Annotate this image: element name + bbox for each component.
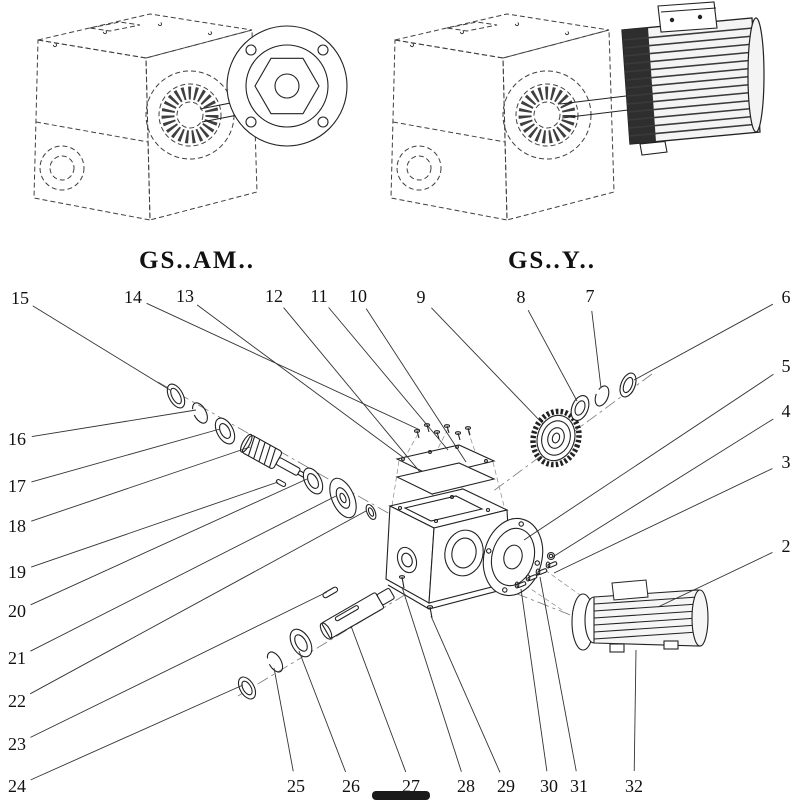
leader-line-11 [328,307,449,451]
gear-shaft-parts [530,372,637,468]
leader-line-23 [30,591,328,738]
gearbox-flange-drawing [33,13,348,221]
callout-17: 17 [8,476,26,496]
leader-line-4 [550,418,774,559]
callout-12: 12 [265,286,283,306]
callout-13: 13 [176,286,194,306]
callout-4: 4 [782,401,791,421]
callout-6: 6 [782,287,791,307]
leader-line-28 [401,586,462,772]
leader-line-12 [283,307,421,473]
callout-23: 23 [8,734,26,754]
leader-line-21 [30,495,337,652]
callout-14: 14 [124,287,142,307]
output-shaft [319,587,395,640]
leader-line-10 [365,308,467,463]
callout-11: 11 [310,286,327,306]
callout-7: 7 [586,286,595,306]
callout-18: 18 [8,516,26,536]
callout-2: 2 [782,536,791,556]
leader-line-29 [430,615,501,773]
cover-gasket [395,462,496,495]
leader-line-7 [591,310,602,389]
leader-line-31 [539,576,577,772]
leader-line-5 [523,373,774,541]
leader-line-13 [196,304,405,459]
leader-line-8 [527,309,578,402]
helical-gear [530,408,582,468]
output-shaft-parts [237,575,434,700]
leader-line-16 [31,409,197,438]
callout-28: 28 [457,776,475,796]
leader-line-9 [431,307,544,425]
leader-line-6 [633,303,774,381]
variant-right-label: GS..Y.. [508,247,596,274]
leader-line-14 [146,302,421,431]
callout-32: 32 [625,776,643,796]
leader-line-32 [633,649,637,772]
electric-motor-drawing [621,1,765,156]
callout-21: 21 [8,648,26,668]
callout-16: 16 [8,429,26,449]
callout-26: 26 [342,776,360,796]
leader-line-24 [30,684,244,781]
callout-20: 20 [8,601,26,621]
callout-9: 9 [417,287,426,307]
leader-line-22 [29,510,367,695]
callout-30: 30 [540,776,558,796]
output-flange [226,25,348,147]
callout-24: 24 [8,776,26,796]
leader-line-20 [30,478,308,606]
leader-line-25 [273,667,294,772]
leader-line-15 [32,305,171,391]
callout-29: 29 [497,776,515,796]
cover-screws [413,423,472,441]
exploded-view [157,372,709,700]
worm-shaft [239,433,307,479]
callout-8: 8 [517,287,526,307]
callout-5: 5 [782,356,791,376]
callout-31: 31 [570,776,588,796]
leader-line-26 [298,650,347,773]
leader-line-3 [553,468,773,574]
variant-left-label: GS..AM.. [139,247,255,274]
leader-line-17 [31,428,221,483]
input-shaft-parts [166,383,377,521]
callout-15: 15 [11,288,29,308]
gearbox-motor-drawing [390,1,765,221]
cover-plate [395,444,496,477]
callout-22: 22 [8,691,26,711]
callout-25: 25 [287,776,305,796]
leader-line-30 [520,588,548,772]
bottom-logo-fragment [372,791,430,800]
exploded-motor [571,579,709,653]
leader-line-2 [657,552,773,608]
leader-line-18 [31,446,251,522]
callout-10: 10 [349,286,367,306]
leader-line-27 [350,625,407,773]
fastener-cluster [514,551,558,589]
callout-19: 19 [8,562,26,582]
callout-3: 3 [782,452,791,472]
leader-line-19 [31,481,279,568]
